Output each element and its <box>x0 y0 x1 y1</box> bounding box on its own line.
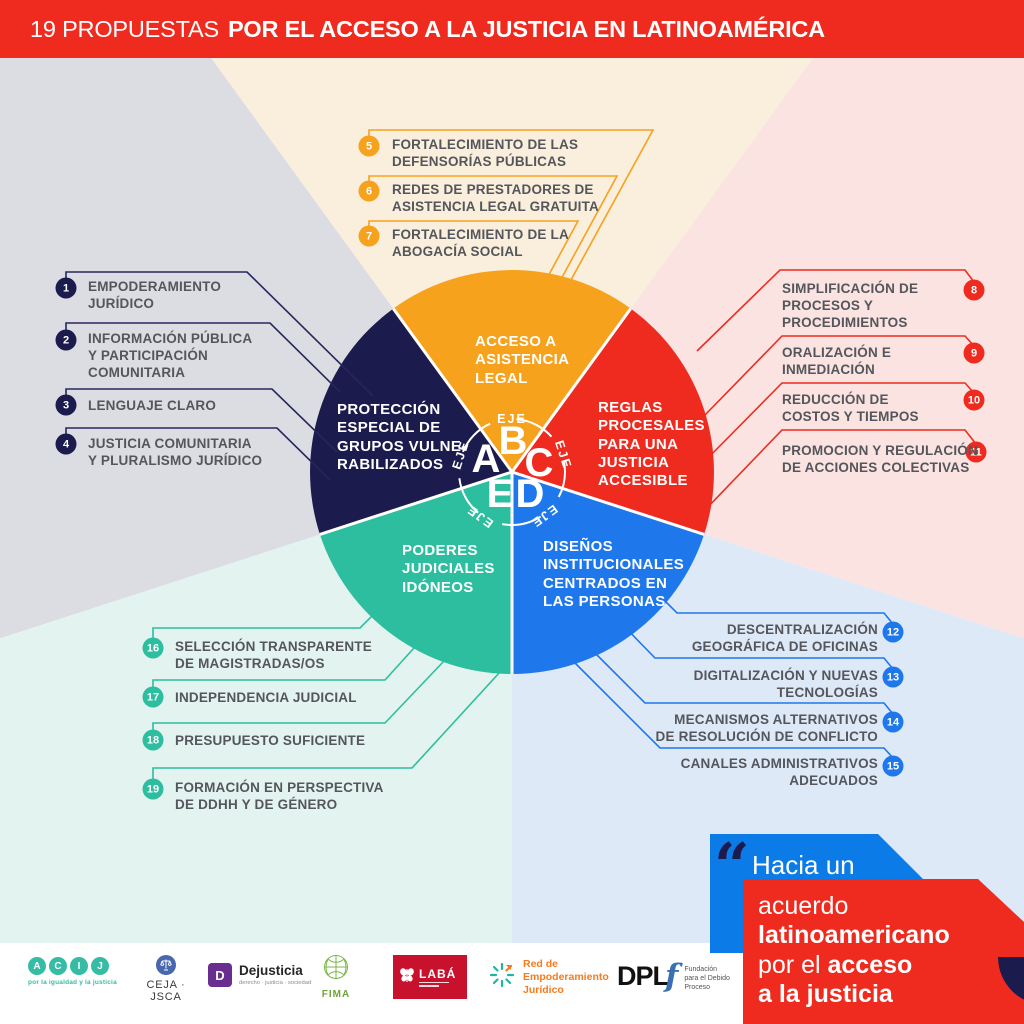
fima-name: FIMA <box>321 989 351 1000</box>
logo-fima: FIMA <box>304 951 368 1000</box>
acij-letter: I <box>70 957 88 975</box>
badge-7: 7 <box>358 225 380 247</box>
laba-decor-bar <box>419 981 449 983</box>
logo-laba: LABÁ <box>393 955 467 999</box>
wedge-e-teal <box>319 472 512 674</box>
logo-dejusticia: D Dejusticia derecho · justicia · socied… <box>208 963 311 987</box>
acij-letter: C <box>49 957 67 975</box>
dejusticia-icon: D <box>208 963 232 987</box>
dejusticia-tagline: derecho · justicia · sociedad <box>239 980 312 986</box>
laba-decor-bar <box>419 985 439 987</box>
hub-letter-a: A <box>471 437 501 481</box>
acij-letter: A <box>28 957 46 975</box>
logo-ceja: CEJA · JSCA <box>130 955 202 1003</box>
quote-line-1: acuerdo <box>758 892 849 920</box>
badge-4: 4 <box>55 433 77 455</box>
dplf-f: f <box>665 958 679 994</box>
proposal-3: LENGUAJE CLARO <box>88 398 217 413</box>
page-title: POR EL ACCESO A LA JUSTICIA EN LATINOAMÉ… <box>227 15 825 42</box>
badge-16: 16 <box>142 637 164 659</box>
badge-5: 5 <box>358 135 380 157</box>
badge-19: 19 <box>142 778 164 800</box>
proposal-17: INDEPENDENCIA JUDICIAL <box>175 690 357 705</box>
quote-line-2: latinoamericano <box>758 921 950 950</box>
badge-1: 1 <box>55 277 77 299</box>
proposal-18: PRESUPUESTO SUFICIENTE <box>175 733 366 748</box>
badge-18: 18 <box>142 729 164 751</box>
acij-letter: J <box>91 957 109 975</box>
hub-dashed-circle <box>458 418 566 526</box>
badge-6: 6 <box>358 180 380 202</box>
butterfly-icon <box>399 966 415 989</box>
scales-icon <box>156 955 176 975</box>
badge-10: 10 <box>963 389 985 411</box>
badge-8: 8 <box>963 279 985 301</box>
logo-strip: A C I J por la igualdad y la justicia CE… <box>0 943 743 1024</box>
quote-line-3: por el acceso <box>758 950 913 979</box>
eje-label-b: EJE <box>497 411 527 426</box>
hub-letter-b: B <box>498 419 528 463</box>
starburst-icon <box>487 960 517 995</box>
badge-17: 17 <box>142 686 164 708</box>
hub-letter-c: C <box>524 441 554 485</box>
hub-letter-e: E <box>486 472 514 516</box>
hub-letter-d: D <box>515 472 545 516</box>
badge-13: 13 <box>882 666 904 688</box>
dejusticia-name: Dejusticia <box>239 963 303 978</box>
quote-red-block: acuerdo latinoamericano por el acceso a … <box>743 879 1024 1024</box>
acij-tagline: por la igualdad y la justicia <box>28 979 117 986</box>
badge-3: 3 <box>55 394 77 416</box>
quote-lead: Hacia un <box>752 850 855 880</box>
wedge-a-navy <box>310 308 512 535</box>
laba-name: LABÁ <box>419 966 457 981</box>
badge-9: 9 <box>963 342 985 364</box>
badge-14: 14 <box>882 711 904 733</box>
quote-line-4: a la justicia <box>758 979 893 1008</box>
wedge-c-red <box>512 308 714 535</box>
ceja-name: CEJA · JSCA <box>146 979 186 1003</box>
title-bar: 19 PROPUESTAS POR EL ACCESO A LA JUSTICI… <box>0 0 1024 58</box>
badge-11: 11 <box>965 441 987 463</box>
wedge-b-orange <box>393 270 631 472</box>
badge-12: 12 <box>882 621 904 643</box>
title-count: 19 PROPUESTAS <box>30 15 219 42</box>
wedge-d-blue <box>512 472 705 674</box>
badge-15: 15 <box>882 755 904 777</box>
badge-2: 2 <box>55 329 77 351</box>
dplf-wordmark: DPL <box>617 961 669 991</box>
logo-acij: A C I J por la igualdad y la justicia <box>28 957 117 986</box>
leaf-globe-icon <box>320 955 352 987</box>
